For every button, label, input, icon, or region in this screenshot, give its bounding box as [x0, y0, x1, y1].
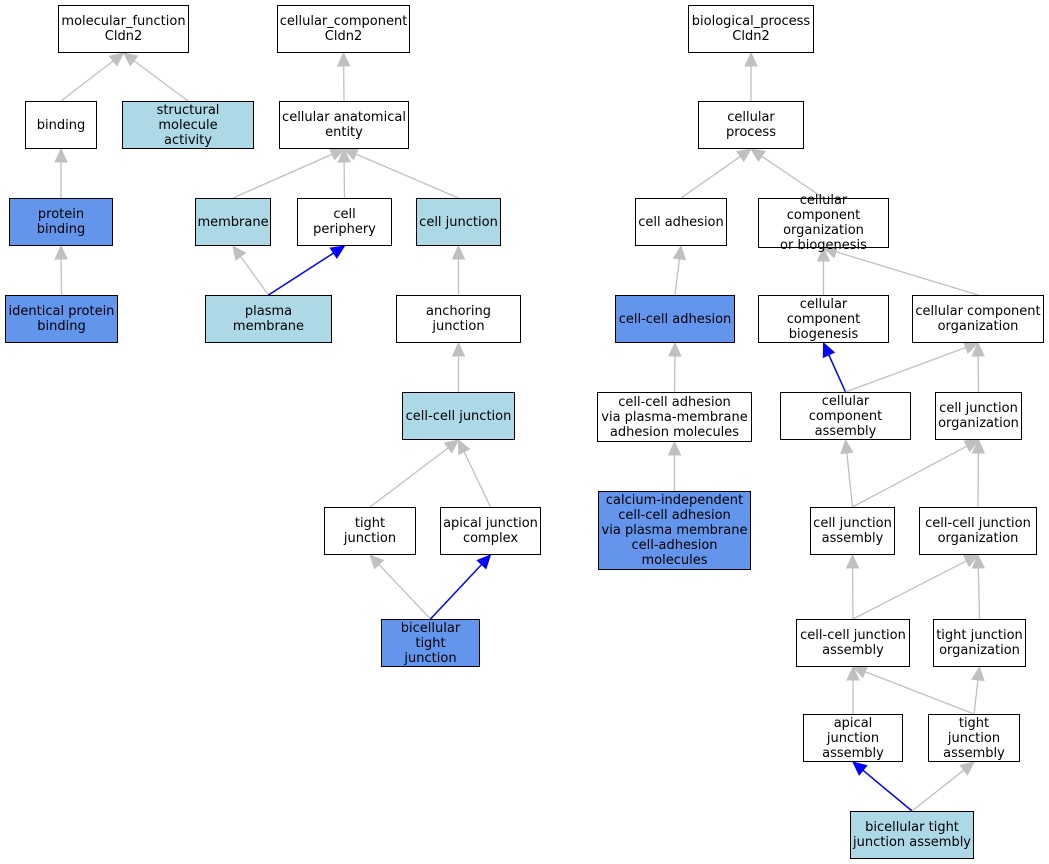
edge-arrowhead-apical_complex-to-cc_junction — [457, 438, 471, 456]
node-membrane[interactable]: membrane — [195, 198, 271, 246]
node-tight-junction-organization[interactable]: tight junction organization — [933, 619, 1026, 667]
edge-cc_assembly-to-cc_biogen — [828, 354, 847, 393]
node-cell-adhesion[interactable]: cell adhesion — [635, 198, 727, 246]
edge-arrowhead-cc_biogen-to-cc_org_bio — [816, 246, 831, 262]
node-structural-molecule-activity[interactable]: structural molecule activity — [122, 101, 254, 149]
edge-bicell_tight-to-apical_complex — [429, 563, 483, 620]
node-binding[interactable]: binding — [25, 101, 97, 149]
node-molecular-function-root[interactable]: molecular_function Cldn2 — [58, 5, 189, 53]
node-cell-cell-junction[interactable]: cell-cell junction — [402, 392, 515, 440]
node-cell-junction-assembly[interactable]: cell junction assembly — [810, 507, 895, 555]
node-cellular-anatomical-entity[interactable]: cellular anatomical entity — [279, 101, 409, 149]
edge-cc_org-to-cc_org_bio — [835, 251, 979, 296]
edge-bicell_tight-to-tight_junc — [378, 564, 431, 620]
edge-bicell_tj_assembly-to-tj_assembly — [911, 769, 965, 812]
node-cellular-component-biogenesis[interactable]: cellular component biogenesis — [758, 295, 889, 343]
edge-struct_mol-to-mf_root — [133, 60, 189, 102]
node-cell-junction-organization[interactable]: cell junction organization — [935, 392, 1022, 440]
node-identical-protein-binding[interactable]: identical protein binding — [5, 295, 118, 343]
edge-arrowhead-protein_binding-to-binding — [54, 147, 68, 163]
edge-arrowhead-bicell_tight-to-tight_junc — [369, 554, 385, 570]
node-biological-process-root[interactable]: biological_process Cldn2 — [688, 5, 814, 53]
node-cell-cell-junction-assembly[interactable]: cell-cell junction assembly — [796, 619, 910, 667]
edge-arrowhead-ident_protein-to-protein_binding — [54, 244, 68, 260]
edge-tight_junc-to-cc_junction — [369, 447, 449, 508]
edge-arrowhead-cc_org_bio-to-cell_process — [750, 148, 766, 163]
edge-binding-to-mf_root — [60, 60, 114, 102]
edge-tj_assembly-to-tj_org — [973, 679, 979, 715]
edge-apical_complex-to-cc_junction — [463, 451, 492, 508]
edge-arrowhead-tight_junc-to-cc_junction — [443, 439, 460, 454]
node-calcium-independent-cell-cell-adhesion[interactable]: calcium-independent cell-cell adhesion v… — [598, 491, 751, 570]
edge-arrowhead-tj_org-to-ccj_org — [971, 553, 986, 569]
edge-arrowhead-bicell_tight-to-apical_complex — [476, 554, 492, 570]
node-tight-junction-assembly[interactable]: tight junction assembly — [928, 714, 1020, 762]
edge-arrowhead-bicell_tj_assembly-to-tj_assembly — [959, 761, 975, 776]
node-cell-cell-junction-organization[interactable]: cell-cell junction organization — [919, 507, 1037, 555]
edge-arrowhead-cell_process-to-bp_root — [744, 51, 758, 67]
node-cell-periphery[interactable]: cell periphery — [297, 198, 392, 246]
edge-arrowhead-cc_junction-to-anchor_junc — [451, 341, 466, 357]
edge-arrowhead-struct_mol-to-mf_root — [122, 52, 139, 67]
edge-arrowhead-cc_adh_pm-to-cc_adhesion — [668, 341, 682, 357]
node-protein-binding[interactable]: protein binding — [9, 198, 113, 246]
node-cell-cell-adhesion-via-plasma-membrane-adhesion-molecules[interactable]: cell-cell adhesion via plasma-membrane a… — [597, 392, 752, 442]
edge-cc_assembly-to-cc_org — [845, 346, 967, 393]
edge-arrowhead-apical_assembly-to-ccj_assembly — [846, 665, 860, 681]
node-cellular-component-organization[interactable]: cellular component organization — [912, 295, 1044, 343]
edge-cj_assembly-to-cc_assembly — [846, 452, 854, 508]
edge-arrowhead-cell_periph-to-cell_anat — [337, 147, 351, 163]
edge-arrowhead-cj_org-to-cc_org — [971, 341, 985, 357]
edge-arrowhead-ccj_org-to-cj_org — [971, 438, 986, 454]
edge-plasma_mem-to-membrane — [240, 256, 270, 296]
edge-bicell_tj_assembly-to-apical_assembly — [862, 769, 913, 812]
edge-arrowhead-plasma_mem-to-cell_periph — [329, 245, 346, 260]
edge-arrowhead-cj_assembly-to-cj_org — [963, 439, 980, 453]
edge-arrowhead-calcium_indep-to-cc_adh_pm — [667, 440, 682, 456]
node-cell-cell-adhesion[interactable]: cell-cell adhesion — [615, 295, 735, 343]
node-tight-junction[interactable]: tight junction — [324, 507, 416, 555]
node-anchoring-junction[interactable]: anchoring junction — [396, 295, 521, 343]
node-cellular-component-assembly[interactable]: cellular component assembly — [780, 392, 911, 440]
node-bicellular-tight-junction-assembly[interactable]: bicellular tight junction assembly — [850, 811, 974, 859]
edge-cc_adhesion-to-cell_adhesion — [674, 258, 681, 296]
edge-arrowhead-tj_assembly-to-tj_org — [971, 665, 985, 682]
node-apical-junction-assembly[interactable]: apical junction assembly — [803, 714, 903, 762]
node-cellular-process[interactable]: cellular process — [698, 101, 804, 149]
edge-membrane-to-cell_anat — [232, 153, 333, 199]
node-apical-junction-complex[interactable]: apical junction complex — [440, 507, 541, 555]
edge-arrowhead-ccj_assembly-to-ccj_org — [962, 554, 980, 568]
edge-arrowhead-plasma_mem-to-membrane — [232, 245, 247, 261]
edge-ccj_assembly-to-ccj_org — [852, 560, 967, 620]
edge-arrowhead-cc_adhesion-to-cell_adhesion — [672, 244, 687, 261]
node-cell-junction[interactable]: cell junction — [416, 198, 501, 246]
node-cellular-component-root[interactable]: cellular_component Cldn2 — [277, 5, 410, 53]
edge-arrowhead-binding-to-mf_root — [108, 52, 125, 67]
node-bicellular-tight-junction[interactable]: bicellular tight junction — [381, 619, 480, 667]
edge-arrowhead-ccj_assembly-to-cj_assembly — [845, 553, 860, 569]
edge-arrowhead-bicell_tj_assembly-to-apical_assembly — [852, 761, 868, 776]
edge-tj_assembly-to-ccj_assembly — [864, 671, 975, 715]
edge-arrowhead-anchor_junc-to-cell_junction — [451, 244, 466, 260]
edge-arrowhead-cell_anat-to-cc_root — [336, 51, 351, 67]
node-plasma-membrane[interactable]: plasma membrane — [205, 295, 332, 343]
edge-cj_assembly-to-cj_org — [852, 445, 968, 508]
edge-arrowhead-cell_adhesion-to-cell_process — [736, 148, 752, 163]
edge-arrowhead-cj_assembly-to-cc_assembly — [840, 438, 854, 455]
edge-cell_adhesion-to-cell_process — [680, 155, 741, 199]
edge-plasma_mem-to-cell_periph — [268, 252, 334, 296]
edge-arrowhead-cc_assembly-to-cc_biogen — [822, 341, 836, 359]
edge-cell_junction-to-cell_anat — [355, 153, 459, 199]
edge-cc_org_bio-to-cell_process — [761, 155, 824, 199]
edge-tj_org-to-ccj_org — [977, 567, 981, 620]
node-cellular-component-organization-or-biogenesis[interactable]: cellular component organization or bioge… — [758, 193, 889, 253]
